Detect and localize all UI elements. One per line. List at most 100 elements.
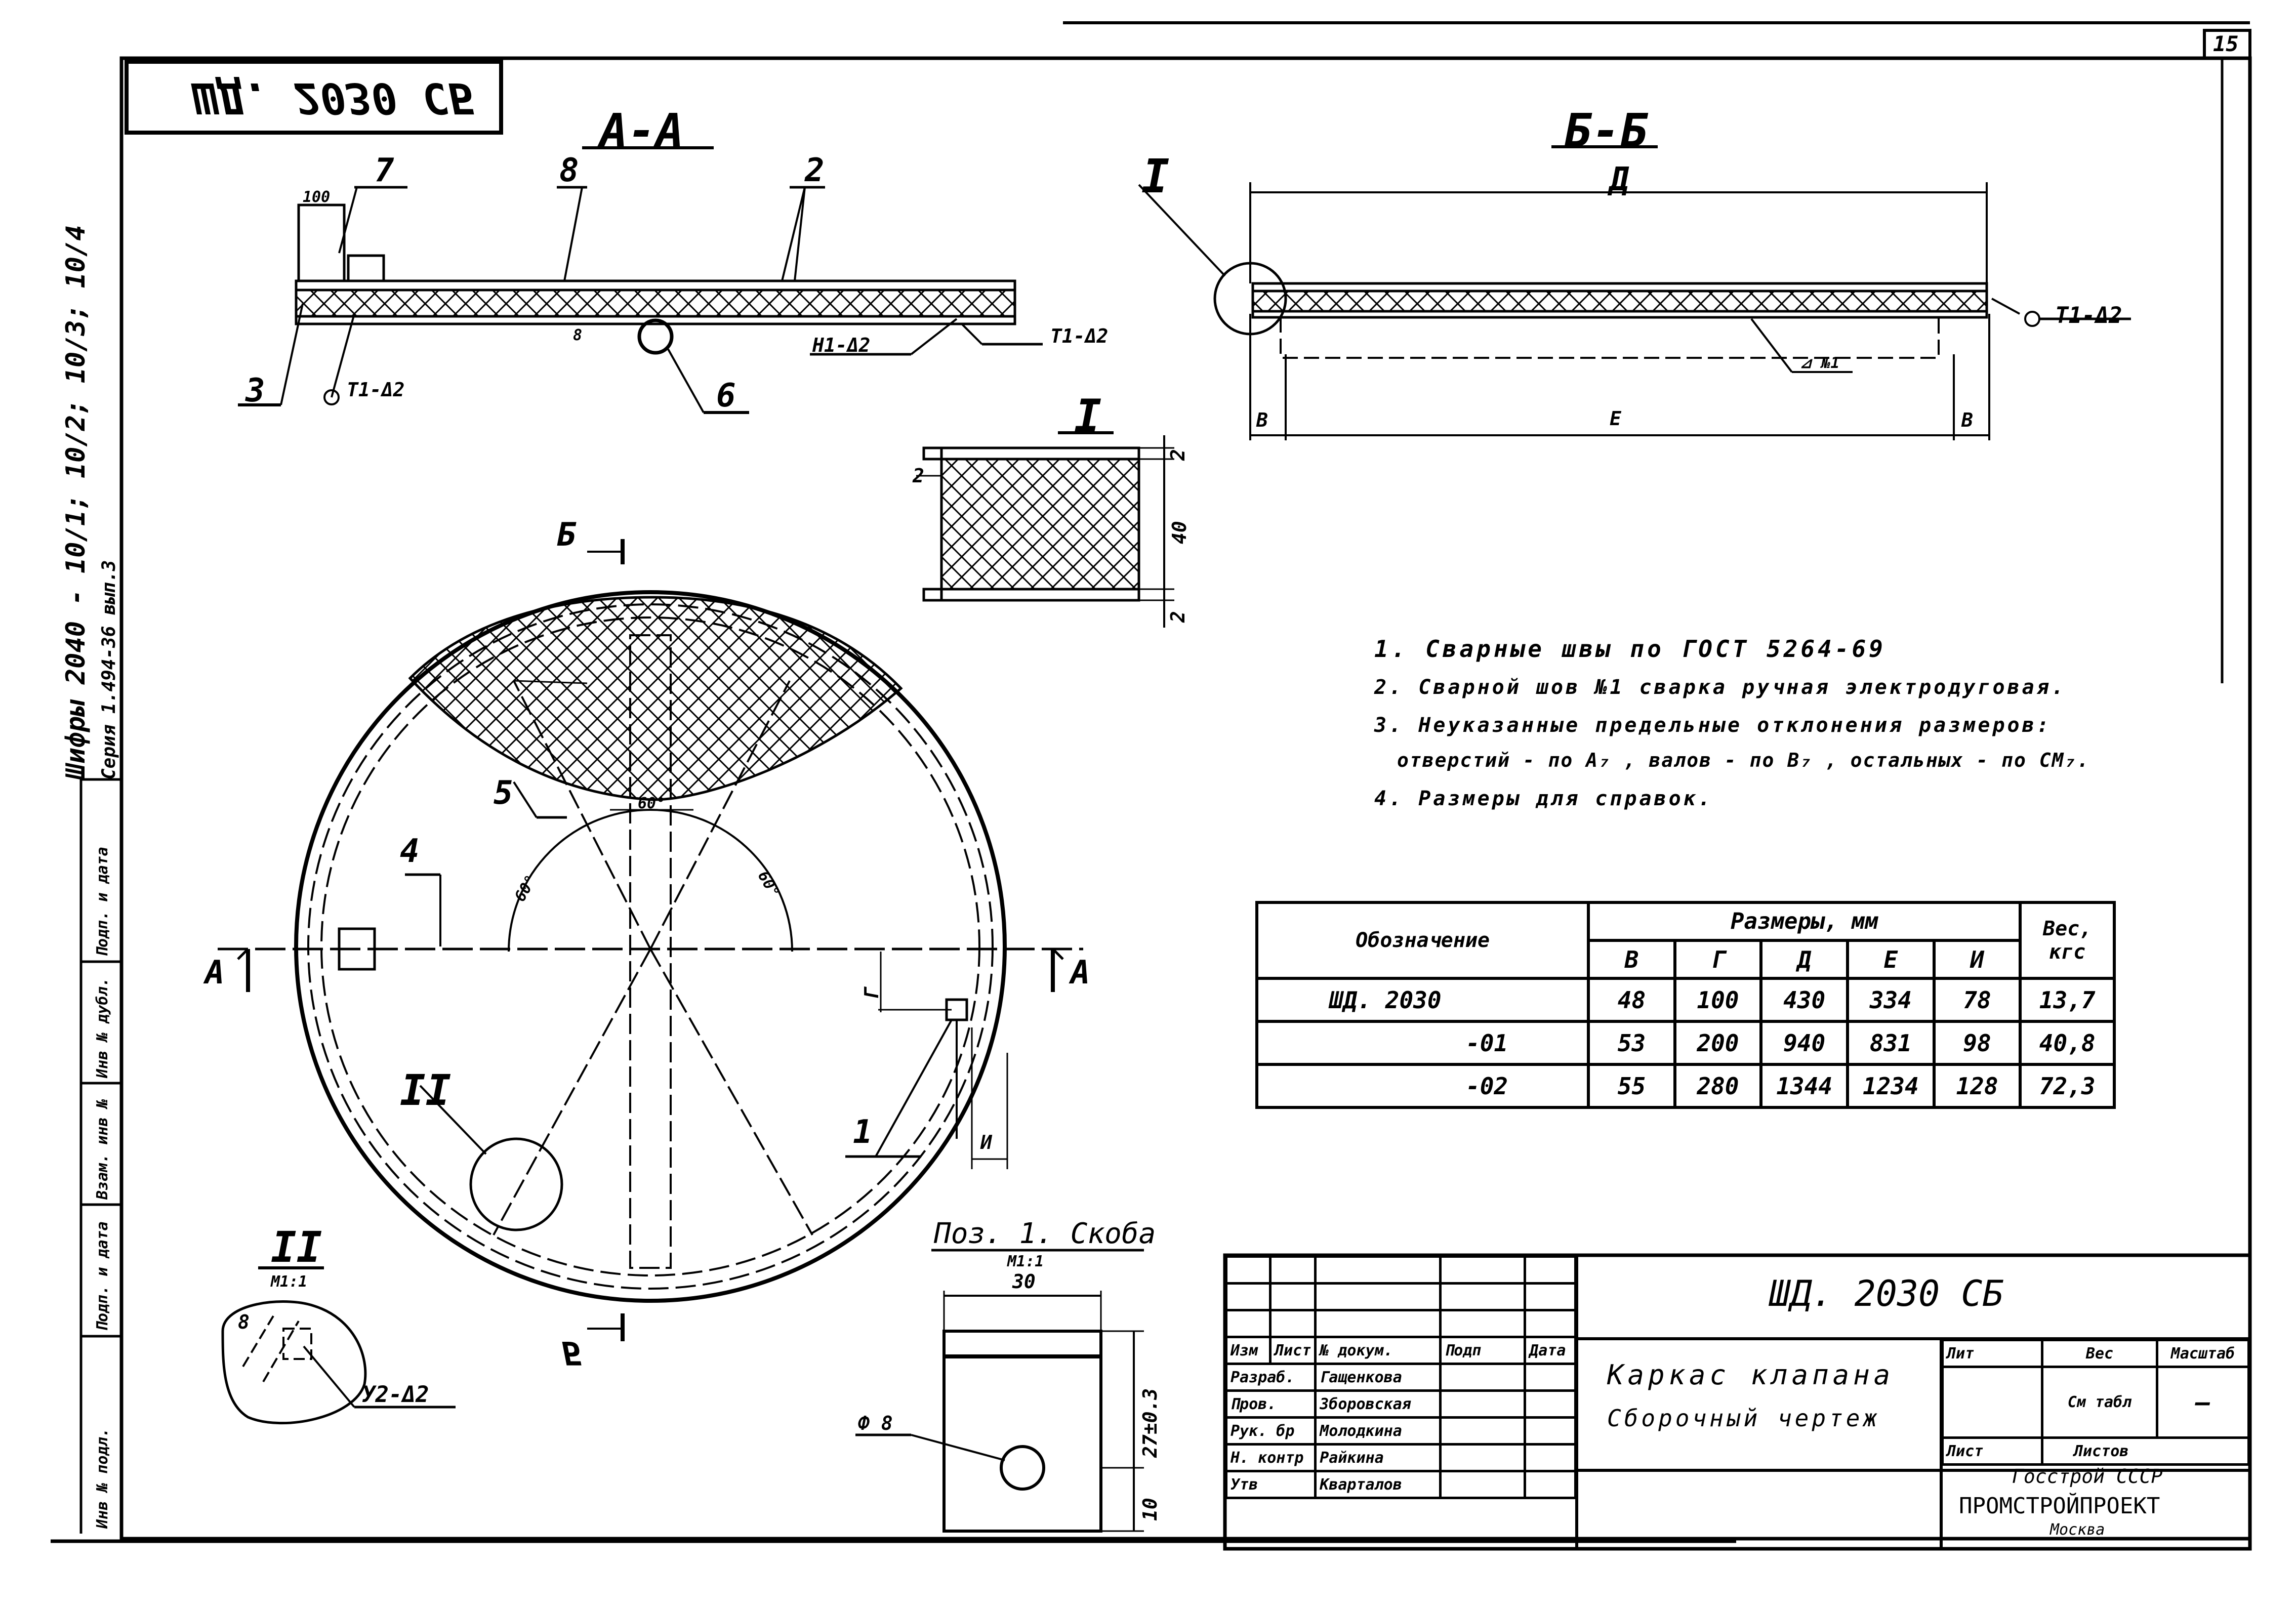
note-1: 1. Сварные швы по ГОСТ 5264-69: [1374, 635, 1886, 663]
dim-2-top: 2: [1167, 449, 1189, 461]
person: Райкина: [1314, 1443, 1442, 1472]
dim-30: 30: [1012, 1270, 1036, 1293]
cell: 128: [1932, 1063, 2022, 1109]
margin-field: Взам. инв №: [94, 1099, 111, 1200]
cell: 53: [1587, 1020, 1676, 1066]
dim-d: Д: [1610, 161, 1629, 198]
row-designation: -01: [1255, 1020, 1590, 1066]
cell: 334: [1846, 977, 1936, 1023]
row-designation: ШД. 2030: [1255, 977, 1590, 1023]
org-city: Москва: [2050, 1521, 2105, 1539]
section-bb: [1138, 145, 2131, 440]
cell: 430: [1759, 977, 1849, 1023]
hole-dia: Ф 8: [858, 1412, 893, 1434]
masshtab-label: Масштаб: [2156, 1339, 2250, 1368]
note-3: 3. Неуказанные предельные отклонения раз…: [1374, 714, 2052, 737]
cell: 13,7: [2019, 977, 2116, 1023]
pos1-bracket: [855, 1249, 1144, 1533]
pos1-scale: М1:1: [1007, 1253, 1044, 1270]
lit-label: Лит: [1941, 1339, 2043, 1368]
weld-t1-left: Т1-Δ2: [347, 379, 405, 401]
cell: 940: [1759, 1020, 1849, 1066]
org-name: ПРОМСТРОЙПРОЕКТ: [1959, 1493, 2160, 1519]
role: Утв: [1224, 1470, 1317, 1499]
callout-1: 1: [853, 1114, 873, 1151]
dim-40: 40: [1168, 521, 1191, 544]
cell: 831: [1846, 1020, 1936, 1066]
callout-2-roman: II: [400, 1065, 452, 1115]
drawing-type: Сборочный чертеж: [1607, 1405, 1880, 1432]
section-bb-title: Б-Б: [1564, 104, 1649, 158]
pos1-title: Поз. 1. Скоба: [934, 1217, 1156, 1250]
section-aa-title: А-А: [600, 104, 684, 158]
dim-10: 10: [1139, 1498, 1161, 1521]
col-d: Д: [1759, 939, 1849, 980]
callout-8: 8: [559, 152, 579, 189]
cell: 55: [1587, 1063, 1676, 1109]
drawing-code: ШД. 2030 СБ: [1769, 1273, 2004, 1314]
stamp-code: ШД. 2030 СБ: [192, 73, 474, 123]
person: Гащенкова: [1314, 1363, 1442, 1392]
table-row: ШД. 2030 48 100 430 334 78 13,7: [1255, 977, 2116, 1023]
cell: 280: [1673, 1063, 1763, 1109]
cell: 1344: [1759, 1063, 1849, 1109]
detail-1-title: I: [1074, 390, 1102, 443]
section-mark-a-left: А: [205, 954, 225, 992]
dimensions-table: Обозначение Размеры, мм Вес, кгс В Г Д Е…: [1255, 901, 2116, 1109]
table-row: -02 55 280 1344 1234 128 72,3: [1255, 1063, 2116, 1109]
detail-1-callout-2: 2: [913, 465, 924, 487]
dim-27: 27±0.3: [1139, 1388, 1161, 1458]
header-dimensions: Размеры, мм: [1587, 901, 2022, 942]
weld-u2: У2-Δ2: [362, 1382, 429, 1408]
margin-field: Инв № подл.: [94, 1428, 111, 1529]
dim-v-right: В: [1961, 409, 1973, 431]
dim-v-left: В: [1256, 409, 1268, 431]
dim-g: Г: [860, 988, 883, 1000]
masshtab-value: —: [2156, 1366, 2250, 1439]
sheet-frame: [51, 21, 2252, 1543]
listov-label: Листов: [2041, 1436, 2250, 1466]
person: Молодкина: [1314, 1416, 1442, 1446]
margin-field: Подп. и дата: [94, 1221, 111, 1331]
dim-i: И: [980, 1131, 992, 1153]
cell: 1234: [1846, 1063, 1936, 1109]
ves-value: См табл: [2041, 1366, 2158, 1439]
dim-100: 100: [303, 188, 331, 206]
dim-e: Е: [1610, 407, 1621, 430]
detail-1: [916, 431, 1174, 628]
drawing-name: Каркас клапана: [1607, 1359, 1895, 1391]
angle-top: 60°: [638, 795, 666, 812]
col-doc: № докум.: [1314, 1336, 1442, 1365]
detail-2: [221, 1266, 456, 1425]
col-date: Дата: [1524, 1336, 1577, 1365]
weld-n1: ⊿ №1: [1799, 354, 1840, 372]
col-g: Г: [1673, 939, 1763, 980]
info-grid: Лит Вес Масштаб См табл — Лист Листов: [1941, 1339, 2250, 1466]
col-list: Лист: [1268, 1336, 1317, 1365]
section-mark-a-right: А: [1071, 954, 1090, 992]
ves-label: Вес: [2041, 1339, 2158, 1368]
note-2: 2. Сварной шов №1 сварка ручная электрод…: [1374, 676, 2066, 699]
col-v: В: [1587, 939, 1676, 980]
list-label: Лист: [1941, 1436, 2043, 1466]
role: Пров.: [1224, 1389, 1317, 1419]
role: Рук. бр: [1224, 1416, 1317, 1446]
callout-2: 2: [805, 152, 825, 189]
table-row: -01 53 200 940 831 98 40,8: [1255, 1020, 2116, 1066]
person: Зборовская: [1314, 1389, 1442, 1419]
weld-h1: Н1-Δ2: [812, 334, 871, 356]
callout-4: 4: [400, 833, 420, 870]
detail-2-title: II: [271, 1222, 322, 1272]
header-weight: Вес, кгс: [2019, 901, 2116, 980]
cell: 100: [1673, 977, 1763, 1023]
col-sign: Подп: [1439, 1336, 1527, 1365]
callout-1-roman: I: [1141, 149, 1170, 203]
series-number: Серия 1.494-36 вып.3: [99, 560, 119, 779]
plan-view: [218, 539, 1083, 1341]
dim-2-bottom: 2: [1167, 611, 1189, 623]
col-izm: Изм: [1225, 1336, 1272, 1365]
title-block-frame: [1223, 1253, 2252, 1551]
sheet-number: 15: [2213, 31, 2239, 56]
cell: 48: [1587, 977, 1676, 1023]
